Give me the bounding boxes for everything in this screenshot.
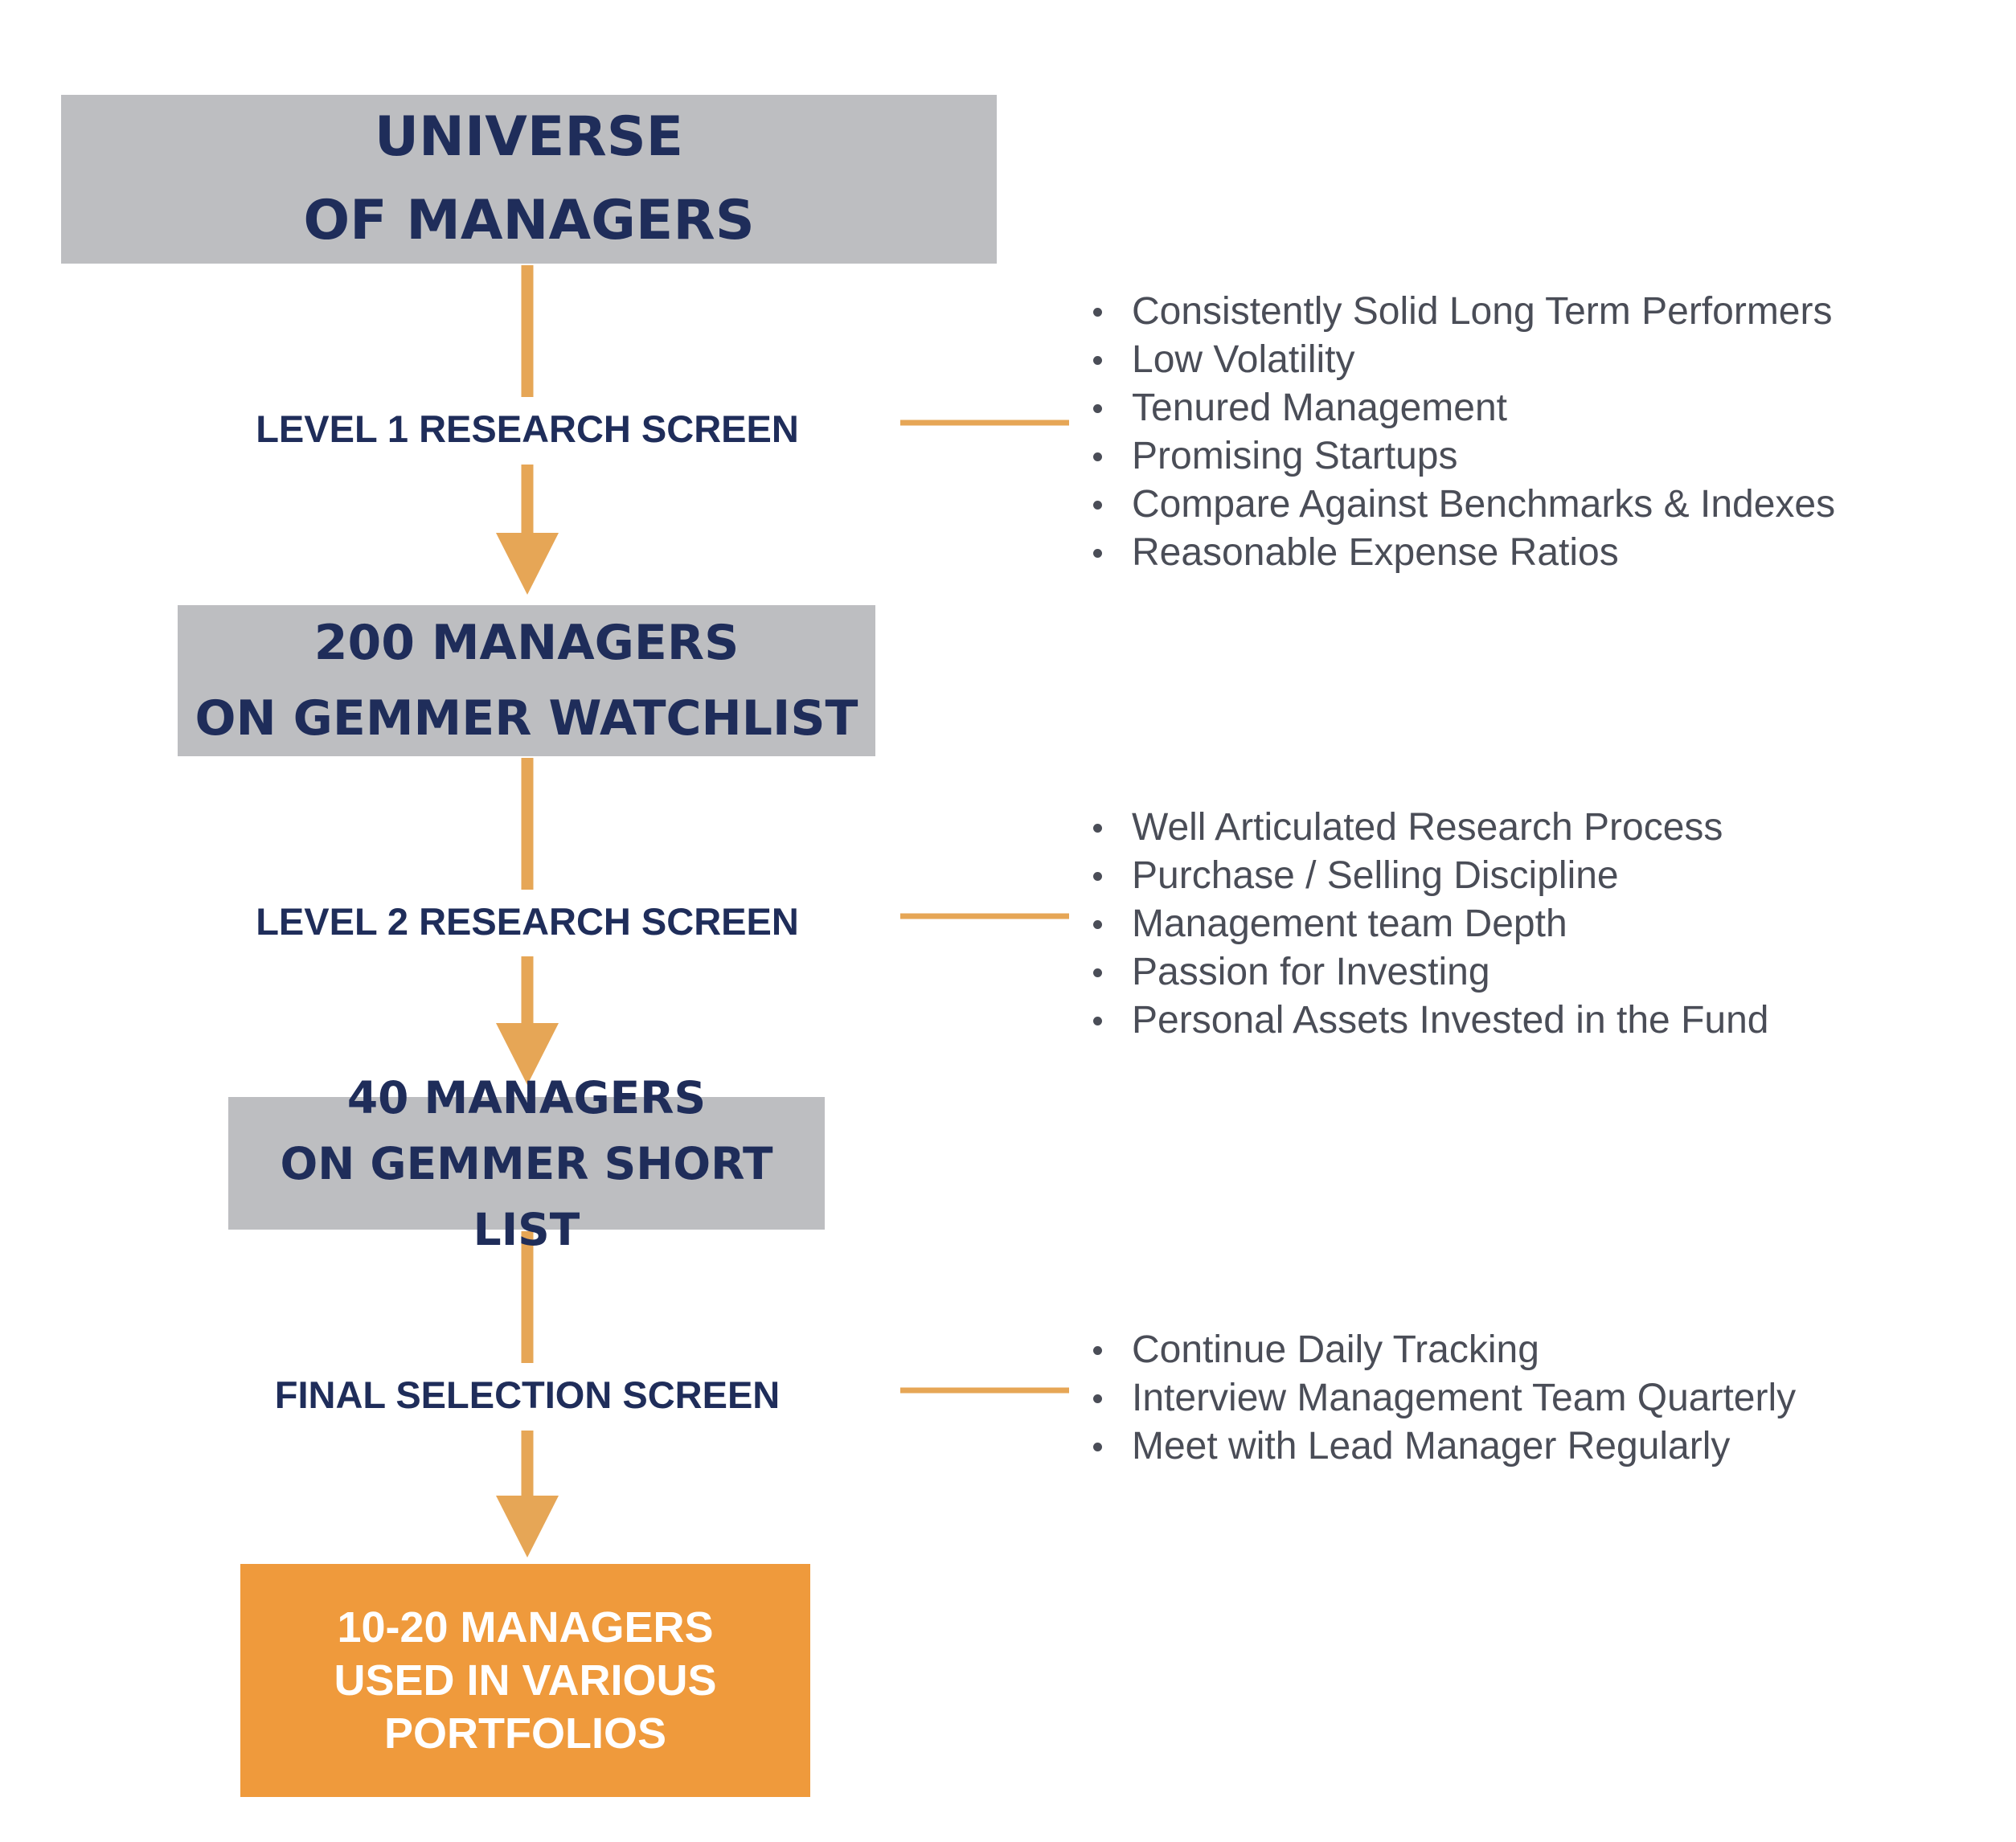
watchlist-managers-box: 200 MANAGERS ON GEMMER WATCHLIST — [178, 605, 875, 756]
criteria-item: Passion for Investing — [1093, 948, 1768, 997]
criteria-item: Meet with Lead Manager Regularly — [1093, 1422, 1796, 1471]
short-list-managers-box: 40 MANAGERS ON GEMMER SHORT LIST — [228, 1072, 825, 1255]
box-line: 200 MANAGERS — [313, 615, 740, 671]
criteria-item: Continue Daily Tracking — [1093, 1326, 1796, 1374]
criteria-item: Interview Management Team Quarterly — [1093, 1374, 1796, 1422]
final-selection-criteria-list: Continue Daily Tracking Interview Manage… — [1093, 1326, 1796, 1471]
criteria-item: Purchase / Selling Discipline — [1093, 852, 1768, 900]
level-2-criteria-list: Well Articulated Research Process Purcha… — [1093, 804, 1768, 1045]
criteria-item: Low Volatility — [1093, 336, 1835, 384]
arrowhead-2-icon — [496, 1023, 559, 1085]
box-line: 10-20 MANAGERS — [337, 1603, 714, 1652]
criteria-item: Consistently Solid Long Term Performers — [1093, 288, 1835, 336]
box-line: ON GEMMER WATCHLIST — [195, 690, 858, 747]
box-line: UNIVERSE — [374, 105, 684, 169]
arrowhead-3-icon — [496, 1496, 559, 1558]
criteria-item: Personal Assets Invested in the Fund — [1093, 997, 1768, 1045]
final-selection-screen-label: FINAL SELECTION SCREEN — [274, 1373, 781, 1416]
criteria-item: Well Articulated Research Process — [1093, 804, 1768, 852]
box-line: ON GEMMER SHORT LIST — [280, 1137, 773, 1255]
box-line: USED IN VARIOUS — [334, 1656, 717, 1705]
level-2-research-screen-label: LEVEL 2 RESEARCH SCREEN — [256, 900, 799, 943]
level-1-criteria-list: Consistently Solid Long Term Performers … — [1093, 288, 1835, 577]
level-1-research-screen-label: LEVEL 1 RESEARCH SCREEN — [256, 407, 799, 450]
criteria-item: Management team Depth — [1093, 900, 1768, 948]
criteria-item: Tenured Management — [1093, 384, 1835, 432]
arrowhead-1-icon — [496, 533, 559, 595]
criteria-item: Promising Startups — [1093, 432, 1835, 481]
final-portfolio-managers-box: 10-20 MANAGERS USED IN VARIOUS PORTFOLIO… — [240, 1564, 810, 1797]
box-line: OF MANAGERS — [303, 189, 755, 252]
box-line: PORTFOLIOS — [384, 1709, 666, 1758]
criteria-item: Compare Against Benchmarks & Indexes — [1093, 481, 1835, 529]
box-line: 40 MANAGERS — [346, 1071, 707, 1124]
universe-of-managers-box: UNIVERSE OF MANAGERS — [61, 95, 997, 264]
criteria-item: Reasonable Expense Ratios — [1093, 529, 1835, 577]
